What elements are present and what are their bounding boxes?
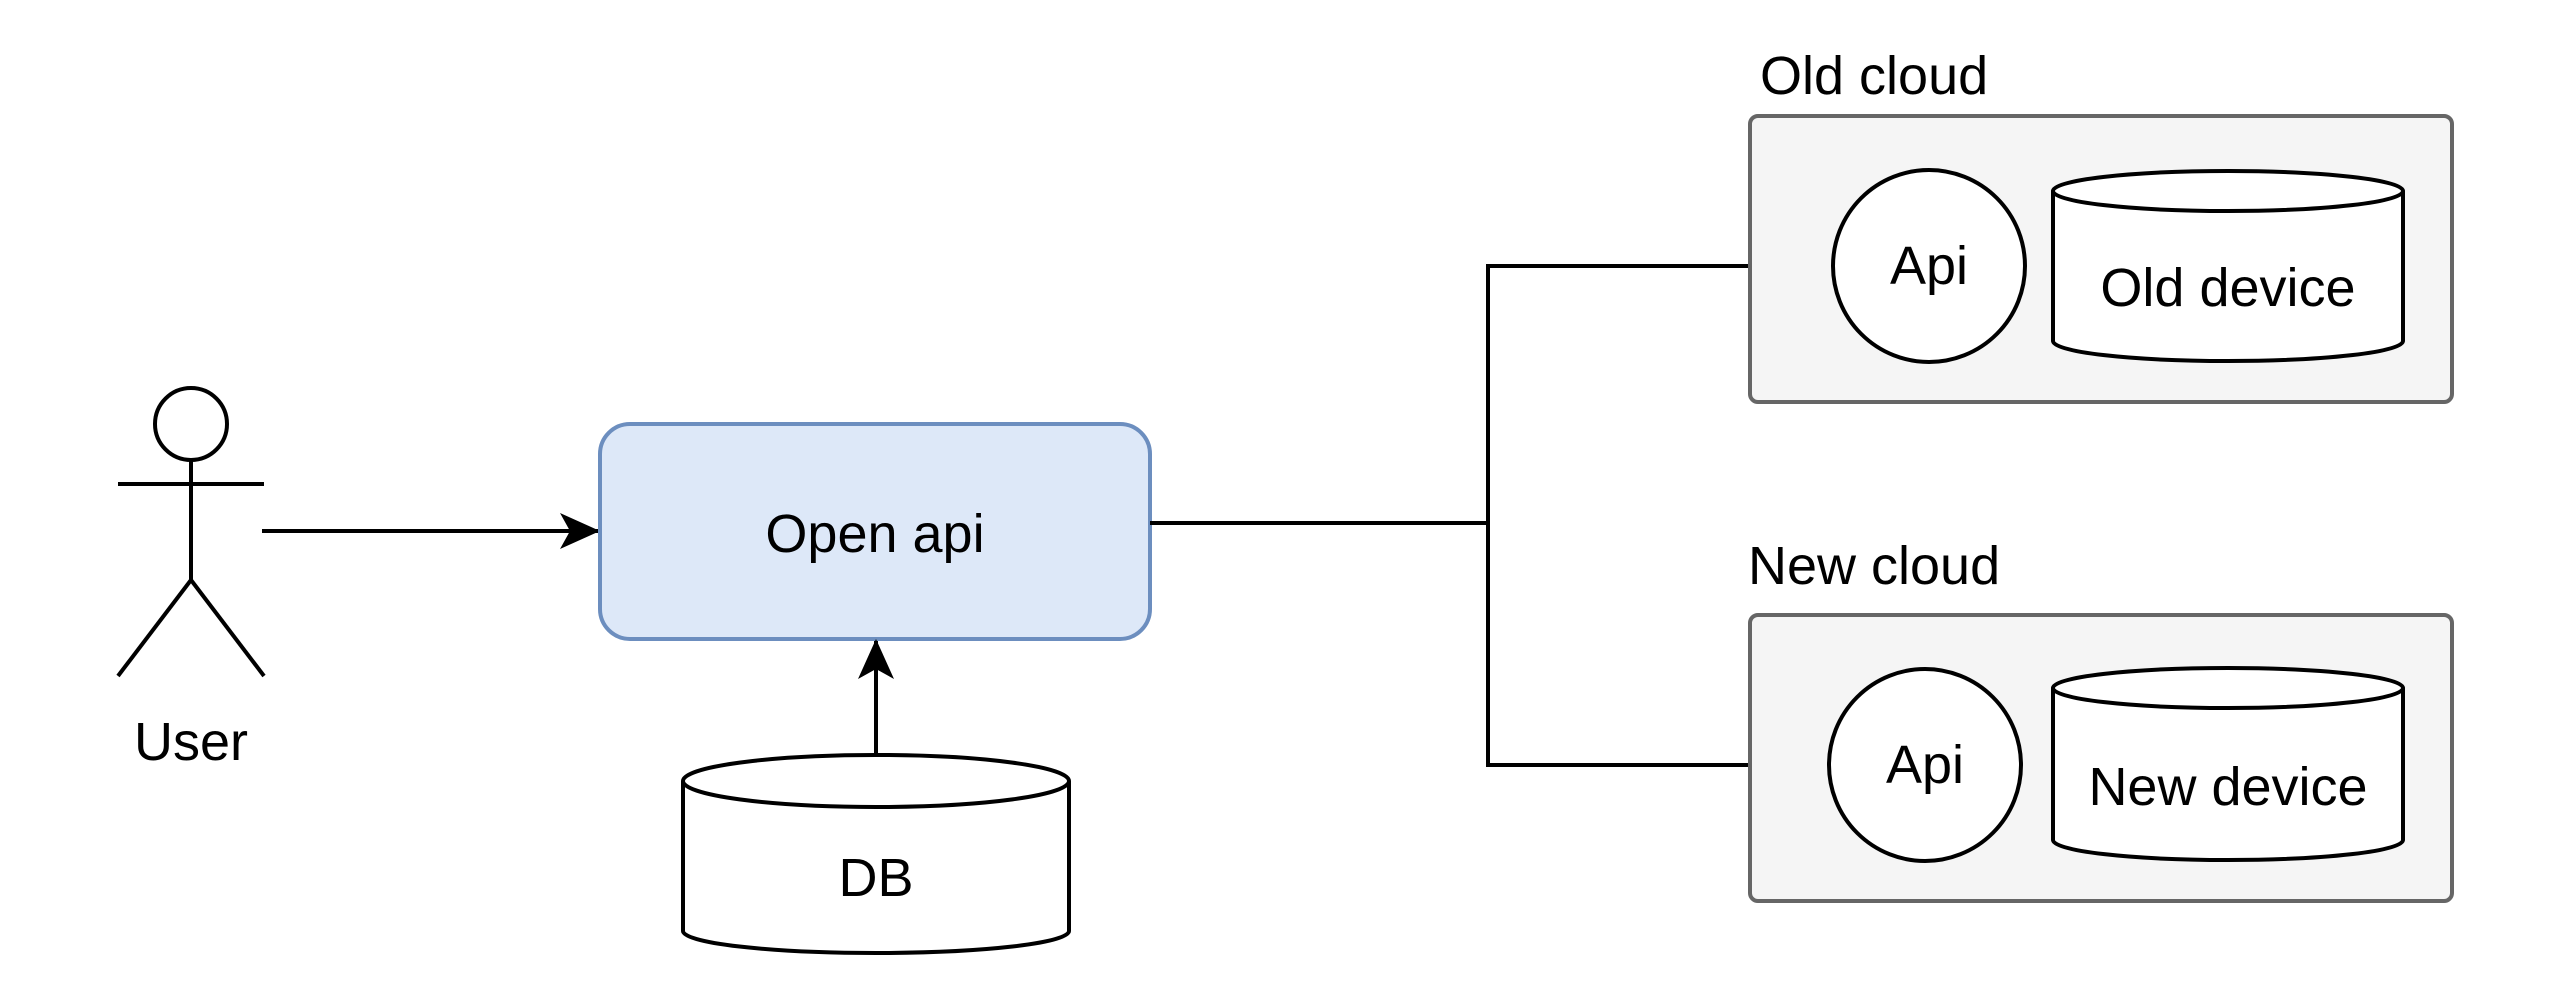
new-cloud-device-label: New device xyxy=(2088,757,2367,817)
db-cylinder-top xyxy=(681,753,1071,809)
old-cloud-api-label: Api xyxy=(1890,236,1968,296)
connector-open-api-to-new-api xyxy=(1486,523,1826,783)
old-cloud-api-circle xyxy=(1831,168,2027,364)
old-cloud-device-label: Old device xyxy=(2100,258,2355,318)
db-node: DB xyxy=(681,753,1071,955)
user-right-leg xyxy=(189,578,266,678)
db-label: DB xyxy=(838,848,913,908)
old-cloud-group: Old cloud Api Old device xyxy=(1748,46,2454,404)
new-cloud-api-circle xyxy=(1827,667,2023,863)
new-cloud-title: New cloud xyxy=(1748,536,2000,596)
old-cloud-device-cylinder-body xyxy=(2051,191,2405,363)
new-cloud-device-cylinder-top xyxy=(2051,666,2405,710)
user-left-leg xyxy=(116,578,193,678)
new-cloud-device-cylinder-body xyxy=(2051,688,2405,862)
old-cloud-device-cylinder-top xyxy=(2051,169,2405,213)
new-cloud-api-label: Api xyxy=(1886,735,1964,795)
user-label: User xyxy=(134,712,248,772)
user-actor: User xyxy=(116,386,266,772)
connector-open-api-to-old-api xyxy=(1150,248,1830,525)
db-cylinder-body xyxy=(681,781,1071,955)
old-cloud-title: Old cloud xyxy=(1760,46,1988,106)
open-api-label: Open api xyxy=(765,504,984,564)
open-api-node: Open api xyxy=(598,422,1152,641)
new-cloud-group: New cloud Api New device xyxy=(1748,536,2454,903)
user-head xyxy=(153,386,229,462)
